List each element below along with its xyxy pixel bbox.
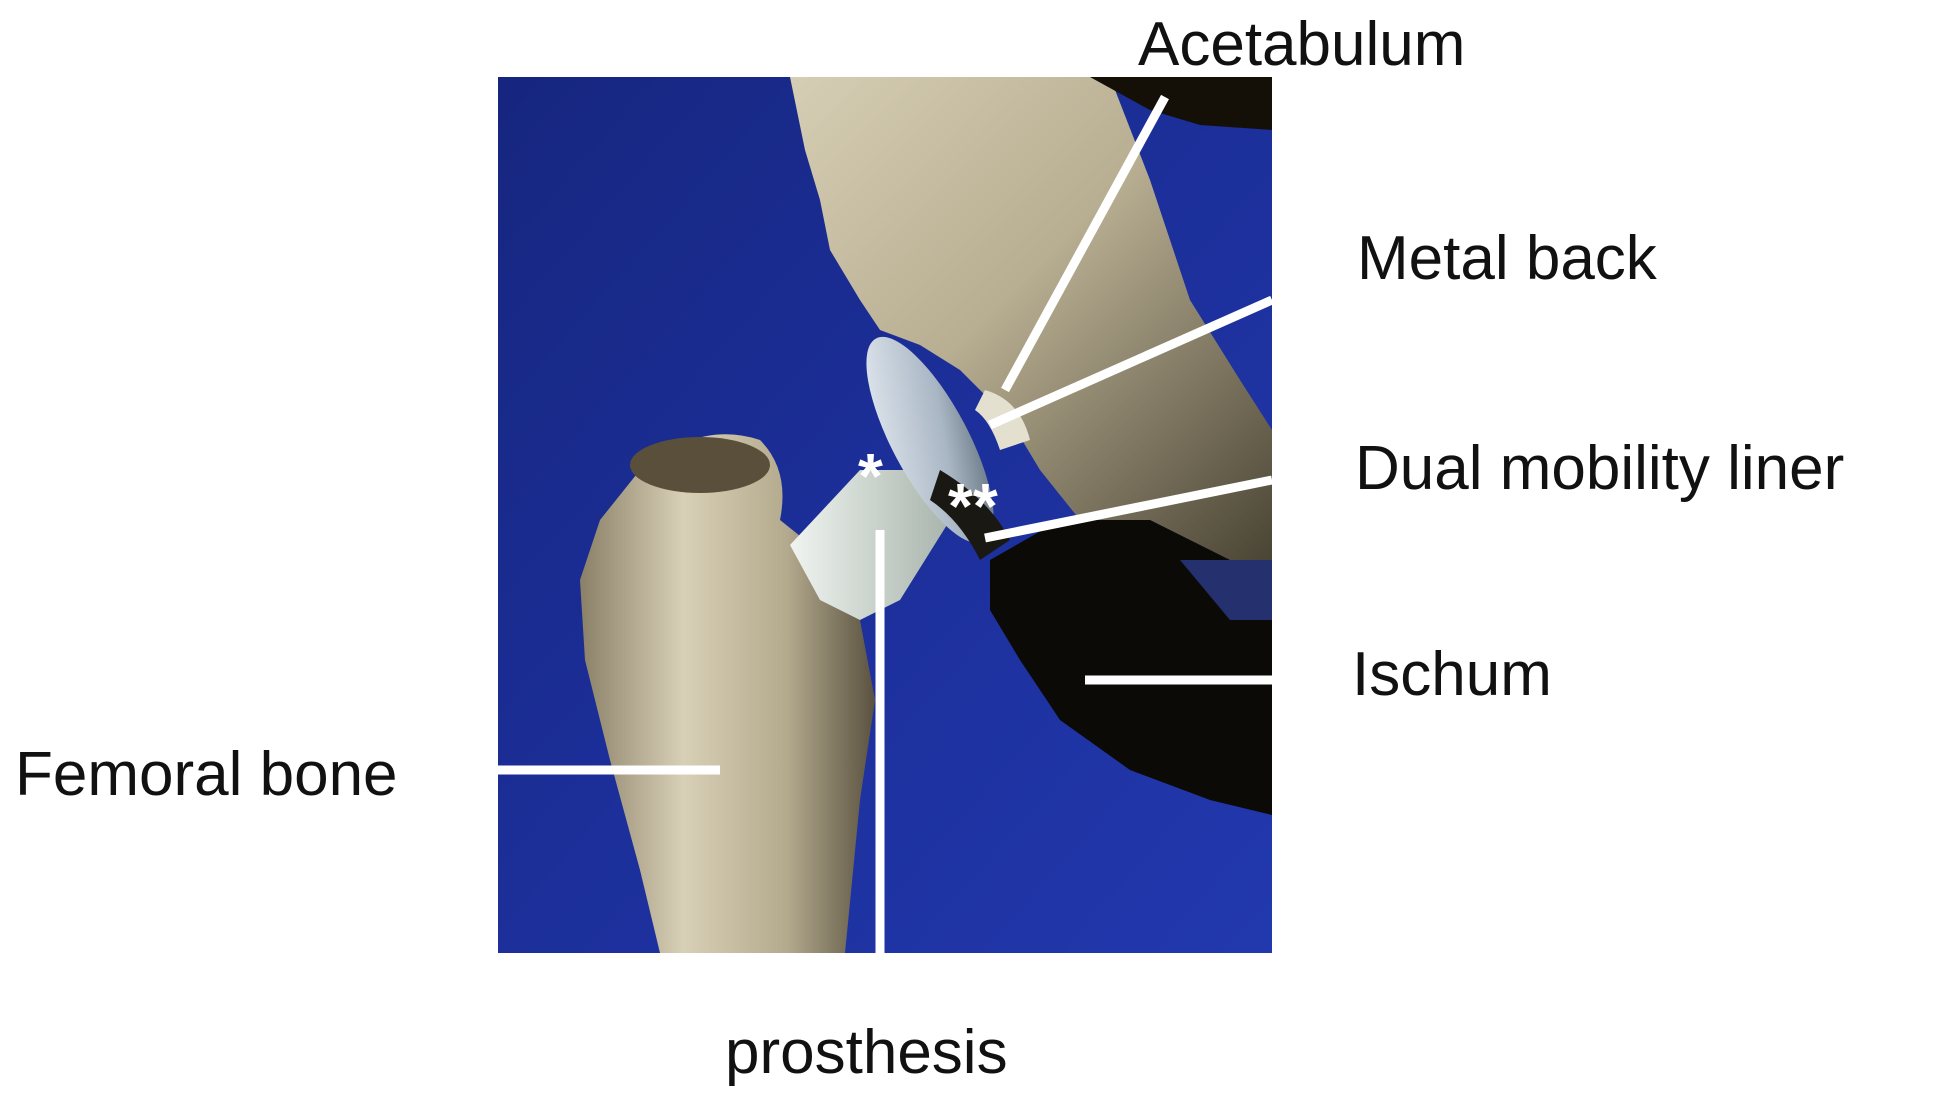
label-dual-mobility-liner: Dual mobility liner xyxy=(1355,438,1844,500)
label-femoral-bone: Femoral bone xyxy=(15,744,398,806)
label-metal-back: Metal back xyxy=(1357,228,1657,290)
label-prosthesis: prosthesis xyxy=(725,1022,1008,1084)
label-ischum: Ischum xyxy=(1352,644,1552,706)
single-asterisk-marker: * xyxy=(858,440,883,512)
label-acetabulum: Acetabulum xyxy=(1138,14,1465,76)
double-asterisk-marker: ** xyxy=(948,470,998,542)
trochanter-shadow xyxy=(630,437,770,493)
